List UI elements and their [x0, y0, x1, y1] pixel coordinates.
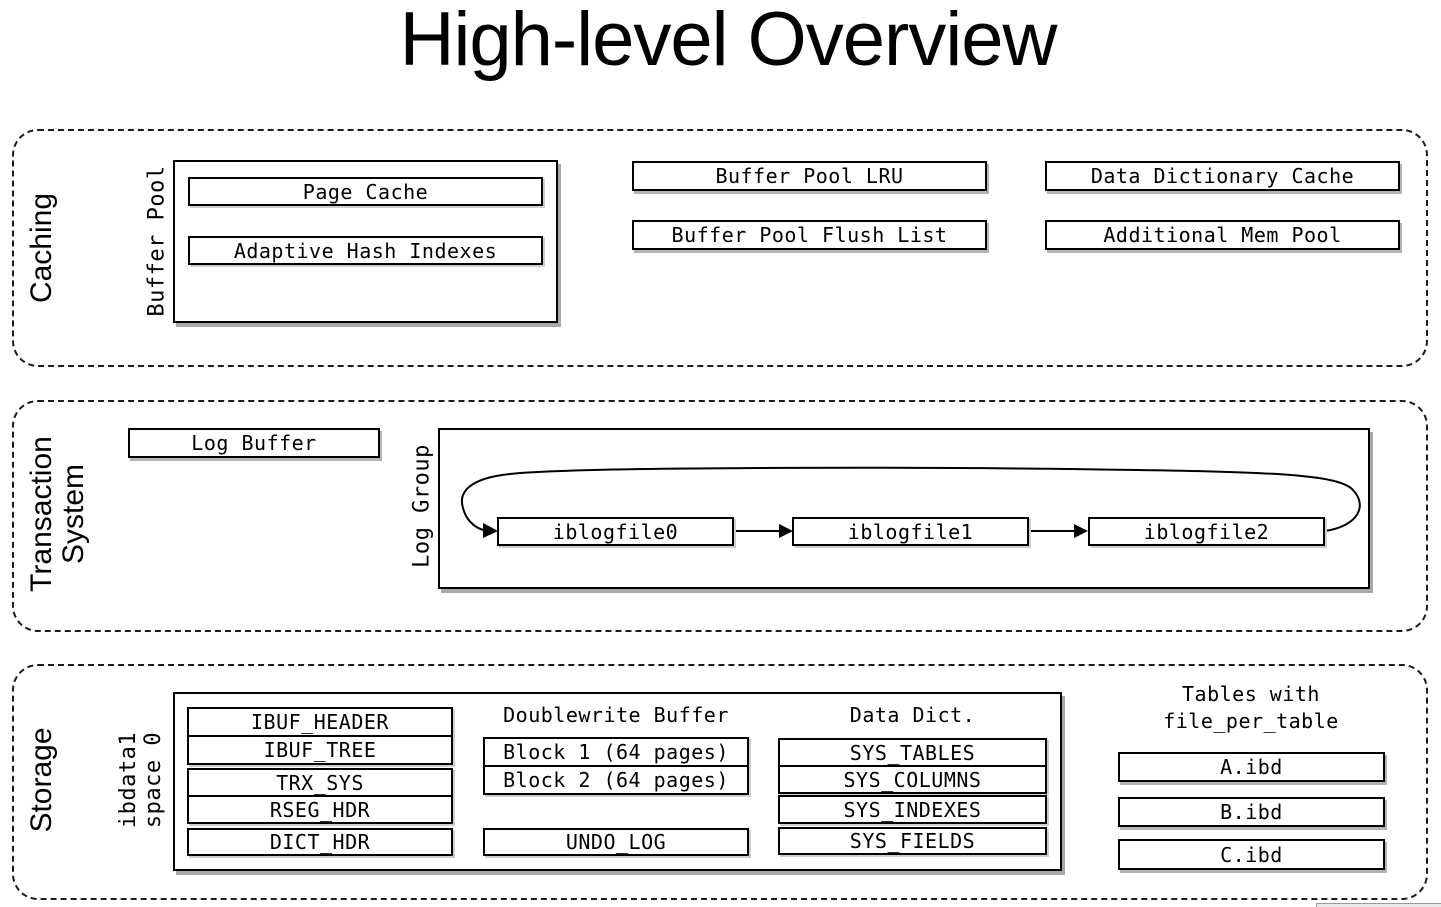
ibdata1-label-line1: ibdata1 [116, 731, 141, 829]
buffer-pool-flush-list-box: Buffer Pool Flush List [632, 220, 987, 250]
ibuf-tree-box: IBUF_TREE [187, 735, 453, 765]
loop-arrow-path [460, 466, 1361, 532]
log-buffer-box: Log Buffer [128, 428, 380, 458]
buffer-pool-label: Buffer Pool [144, 165, 170, 317]
transaction-label-line2: System [57, 463, 90, 565]
rseg-hdr-box: RSEG_HDR [187, 795, 453, 824]
transaction-label-line1: Transaction [25, 436, 58, 592]
ibdata1-tablespace-label: ibdata1 space 0 [116, 732, 166, 828]
page-title: High-level Overview [399, 0, 1058, 82]
sys-fields-box: SYS_FIELDS [778, 827, 1047, 855]
sys-indexes-box: SYS_INDEXES [778, 795, 1047, 824]
a-ibd-box: A.ibd [1118, 752, 1385, 782]
bottom-right-sliver [1316, 903, 1441, 907]
sys-tables-box: SYS_TABLES [778, 738, 1047, 767]
storage-section-border [12, 664, 1428, 900]
ibuf-header-box: IBUF_HEADER [187, 707, 453, 737]
page-cache-box: Page Cache [188, 177, 543, 206]
loop-arrowhead [483, 523, 498, 538]
caching-section-label: Caching [25, 192, 58, 304]
storage-section-label: Storage [25, 727, 58, 833]
trx-sys-box: TRX_SYS [187, 768, 453, 797]
ibdata1-label-line2: space 0 [141, 731, 166, 829]
doublewrite-buffer-heading: Doublewrite Buffer [503, 703, 729, 727]
iblogfile1-box: iblogfile1 [792, 517, 1029, 546]
undo-log-box: UNDO_LOG [483, 828, 749, 856]
doublewrite-block2-box: Block 2 (64 pages) [483, 765, 749, 795]
log-group-label: Log Group [409, 444, 435, 568]
dict-hdr-box: DICT_HDR [187, 828, 453, 856]
data-dict-heading: Data Dict. [849, 703, 976, 727]
buffer-pool-lru-box: Buffer Pool LRU [632, 161, 987, 191]
adaptive-hash-indexes-box: Adaptive Hash Indexes [188, 236, 543, 265]
iblogfile2-box: iblogfile2 [1088, 517, 1325, 546]
iblogfile0-box: iblogfile0 [497, 517, 734, 546]
transaction-system-section-border [12, 400, 1428, 632]
log-group-container [438, 428, 1370, 589]
log-cycle-arrows [460, 466, 1361, 538]
b-ibd-box: B.ibd [1118, 797, 1385, 827]
arrowhead-file1-file2 [1074, 524, 1088, 538]
file-per-table-heading-line1: Tables with [1182, 682, 1320, 706]
caching-section-border [12, 129, 1428, 367]
doublewrite-block1-box: Block 1 (64 pages) [483, 737, 749, 767]
transaction-system-section-label: Transaction System [25, 436, 90, 592]
additional-mem-pool-box: Additional Mem Pool [1045, 220, 1400, 250]
sys-columns-box: SYS_COLUMNS [778, 765, 1047, 794]
arrowhead-file0-file1 [779, 524, 793, 538]
file-per-table-heading: Tables with file_per_table [1101, 681, 1401, 735]
file-per-table-heading-line2: file_per_table [1163, 709, 1339, 733]
c-ibd-box: C.ibd [1118, 839, 1385, 870]
data-dictionary-cache-box: Data Dictionary Cache [1045, 161, 1400, 191]
